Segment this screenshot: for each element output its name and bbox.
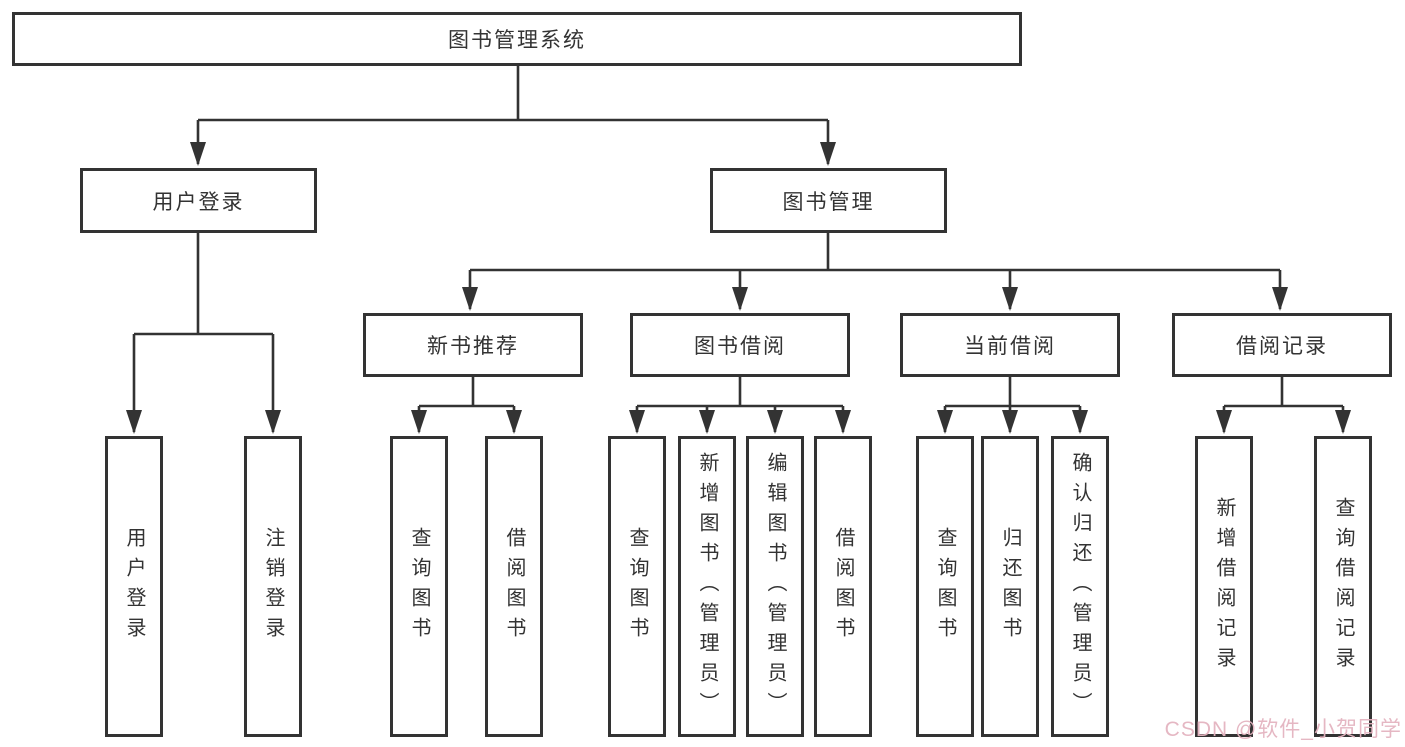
leaf-add-borrow-record: 新增借阅记录 xyxy=(1195,436,1253,737)
csdn-watermark: CSDN @软件_小贺同学 xyxy=(1164,718,1402,741)
connector-lines xyxy=(132,66,1345,432)
leaf-label: 查询图书 xyxy=(934,526,956,647)
node-label: 图书管理 xyxy=(782,190,875,214)
leaf-user-login: 用户登录 xyxy=(105,436,163,737)
node-label: 图书管理系统 xyxy=(448,29,586,52)
leaf-label: 借阅图书 xyxy=(503,526,525,647)
leaf-confirm-return-admin: 确认归还（管理员） xyxy=(1051,436,1109,737)
connector-arrowheads xyxy=(126,142,1351,434)
node-user-login: 用户登录 xyxy=(80,168,317,233)
leaf-label: 查询图书 xyxy=(408,526,430,647)
leaf-logout: 注销登录 xyxy=(244,436,302,737)
leaf-label: 注销登录 xyxy=(262,526,284,647)
node-current-borrowing: 当前借阅 xyxy=(900,313,1120,377)
leaf-label: 归还图书 xyxy=(999,526,1021,647)
leaf-label: 查询图书 xyxy=(626,526,648,647)
leaf-return-book: 归还图书 xyxy=(981,436,1039,737)
leaf-label: 查询借阅记录 xyxy=(1332,496,1354,677)
node-borrowing-records: 借阅记录 xyxy=(1172,313,1392,377)
leaf-add-book-admin: 新增图书（管理员） xyxy=(678,436,736,737)
node-book-management: 图书管理 xyxy=(710,168,947,233)
leaf-label: 借阅图书 xyxy=(832,526,854,647)
leaf-borrow-books-recommend: 借阅图书 xyxy=(485,436,543,737)
leaf-query-books-borrow: 查询图书 xyxy=(608,436,666,737)
node-label: 借阅记录 xyxy=(1236,335,1328,358)
node-book-borrowing: 图书借阅 xyxy=(630,313,850,377)
node-library-management-system: 图书管理系统 xyxy=(12,12,1022,66)
leaf-query-books-recommend: 查询图书 xyxy=(390,436,448,737)
leaf-borrow-books-borrow: 借阅图书 xyxy=(814,436,872,737)
leaf-edit-book-admin: 编辑图书（管理员） xyxy=(746,436,804,737)
node-label: 新书推荐 xyxy=(427,335,519,358)
leaf-label: 确认归还（管理员） xyxy=(1069,451,1091,722)
node-label: 用户登录 xyxy=(152,190,245,214)
leaf-label: 用户登录 xyxy=(123,526,145,647)
leaf-query-books-current: 查询图书 xyxy=(916,436,974,737)
leaf-label: 新增图书（管理员） xyxy=(696,451,718,722)
leaf-label: 编辑图书（管理员） xyxy=(764,451,786,722)
leaf-label: 新增借阅记录 xyxy=(1213,496,1235,677)
leaf-query-borrow-record: 查询借阅记录 xyxy=(1314,436,1372,737)
node-label: 图书借阅 xyxy=(694,335,786,358)
node-label: 当前借阅 xyxy=(964,335,1056,358)
node-new-book-recommendation: 新书推荐 xyxy=(363,313,583,377)
